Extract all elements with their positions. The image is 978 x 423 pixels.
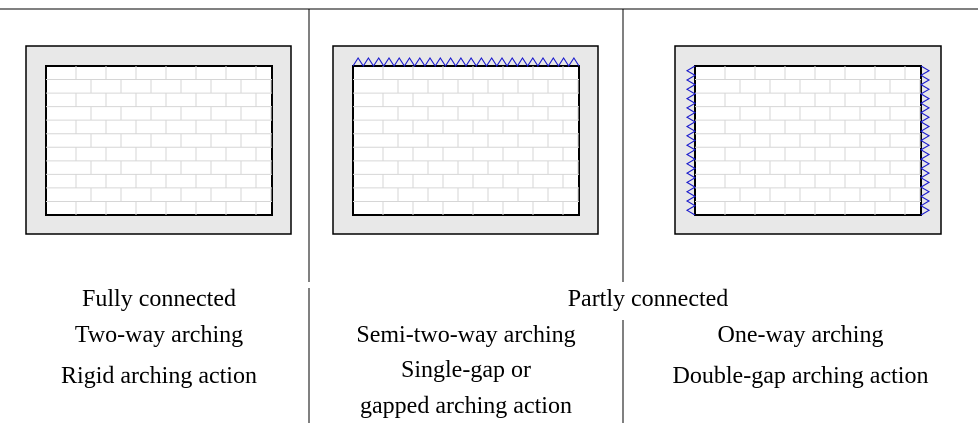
panel-single-gap bbox=[332, 45, 599, 235]
brick-pattern bbox=[695, 66, 921, 215]
panel-double-gap bbox=[674, 45, 942, 235]
top-gap-zigzag bbox=[352, 56, 580, 68]
infill-wall bbox=[694, 65, 922, 216]
panel-fully-connected bbox=[25, 45, 292, 235]
label-double-gap-arching-action: Double-gap arching action bbox=[672, 363, 929, 389]
right-gap-zigzag bbox=[919, 65, 931, 216]
infill-wall bbox=[352, 65, 580, 216]
brick-pattern bbox=[353, 66, 579, 215]
label-partly-connected: Partly connected bbox=[567, 286, 729, 312]
label-rigid-arching-action: Rigid arching action bbox=[61, 363, 257, 389]
label-two-way-arching: Two-way arching bbox=[74, 322, 244, 348]
brick-pattern bbox=[46, 66, 272, 215]
label-semi-two-way-arching: Semi-two-way arching bbox=[356, 322, 576, 348]
left-gap-zigzag bbox=[685, 65, 697, 216]
label-fully-connected: Fully connected bbox=[82, 286, 236, 312]
label-single-gap-line1: Single-gap or bbox=[401, 357, 531, 383]
infill-wall bbox=[45, 65, 273, 216]
label-single-gap-line2: gapped arching action bbox=[360, 393, 572, 419]
label-one-way-arching: One-way arching bbox=[717, 322, 884, 348]
